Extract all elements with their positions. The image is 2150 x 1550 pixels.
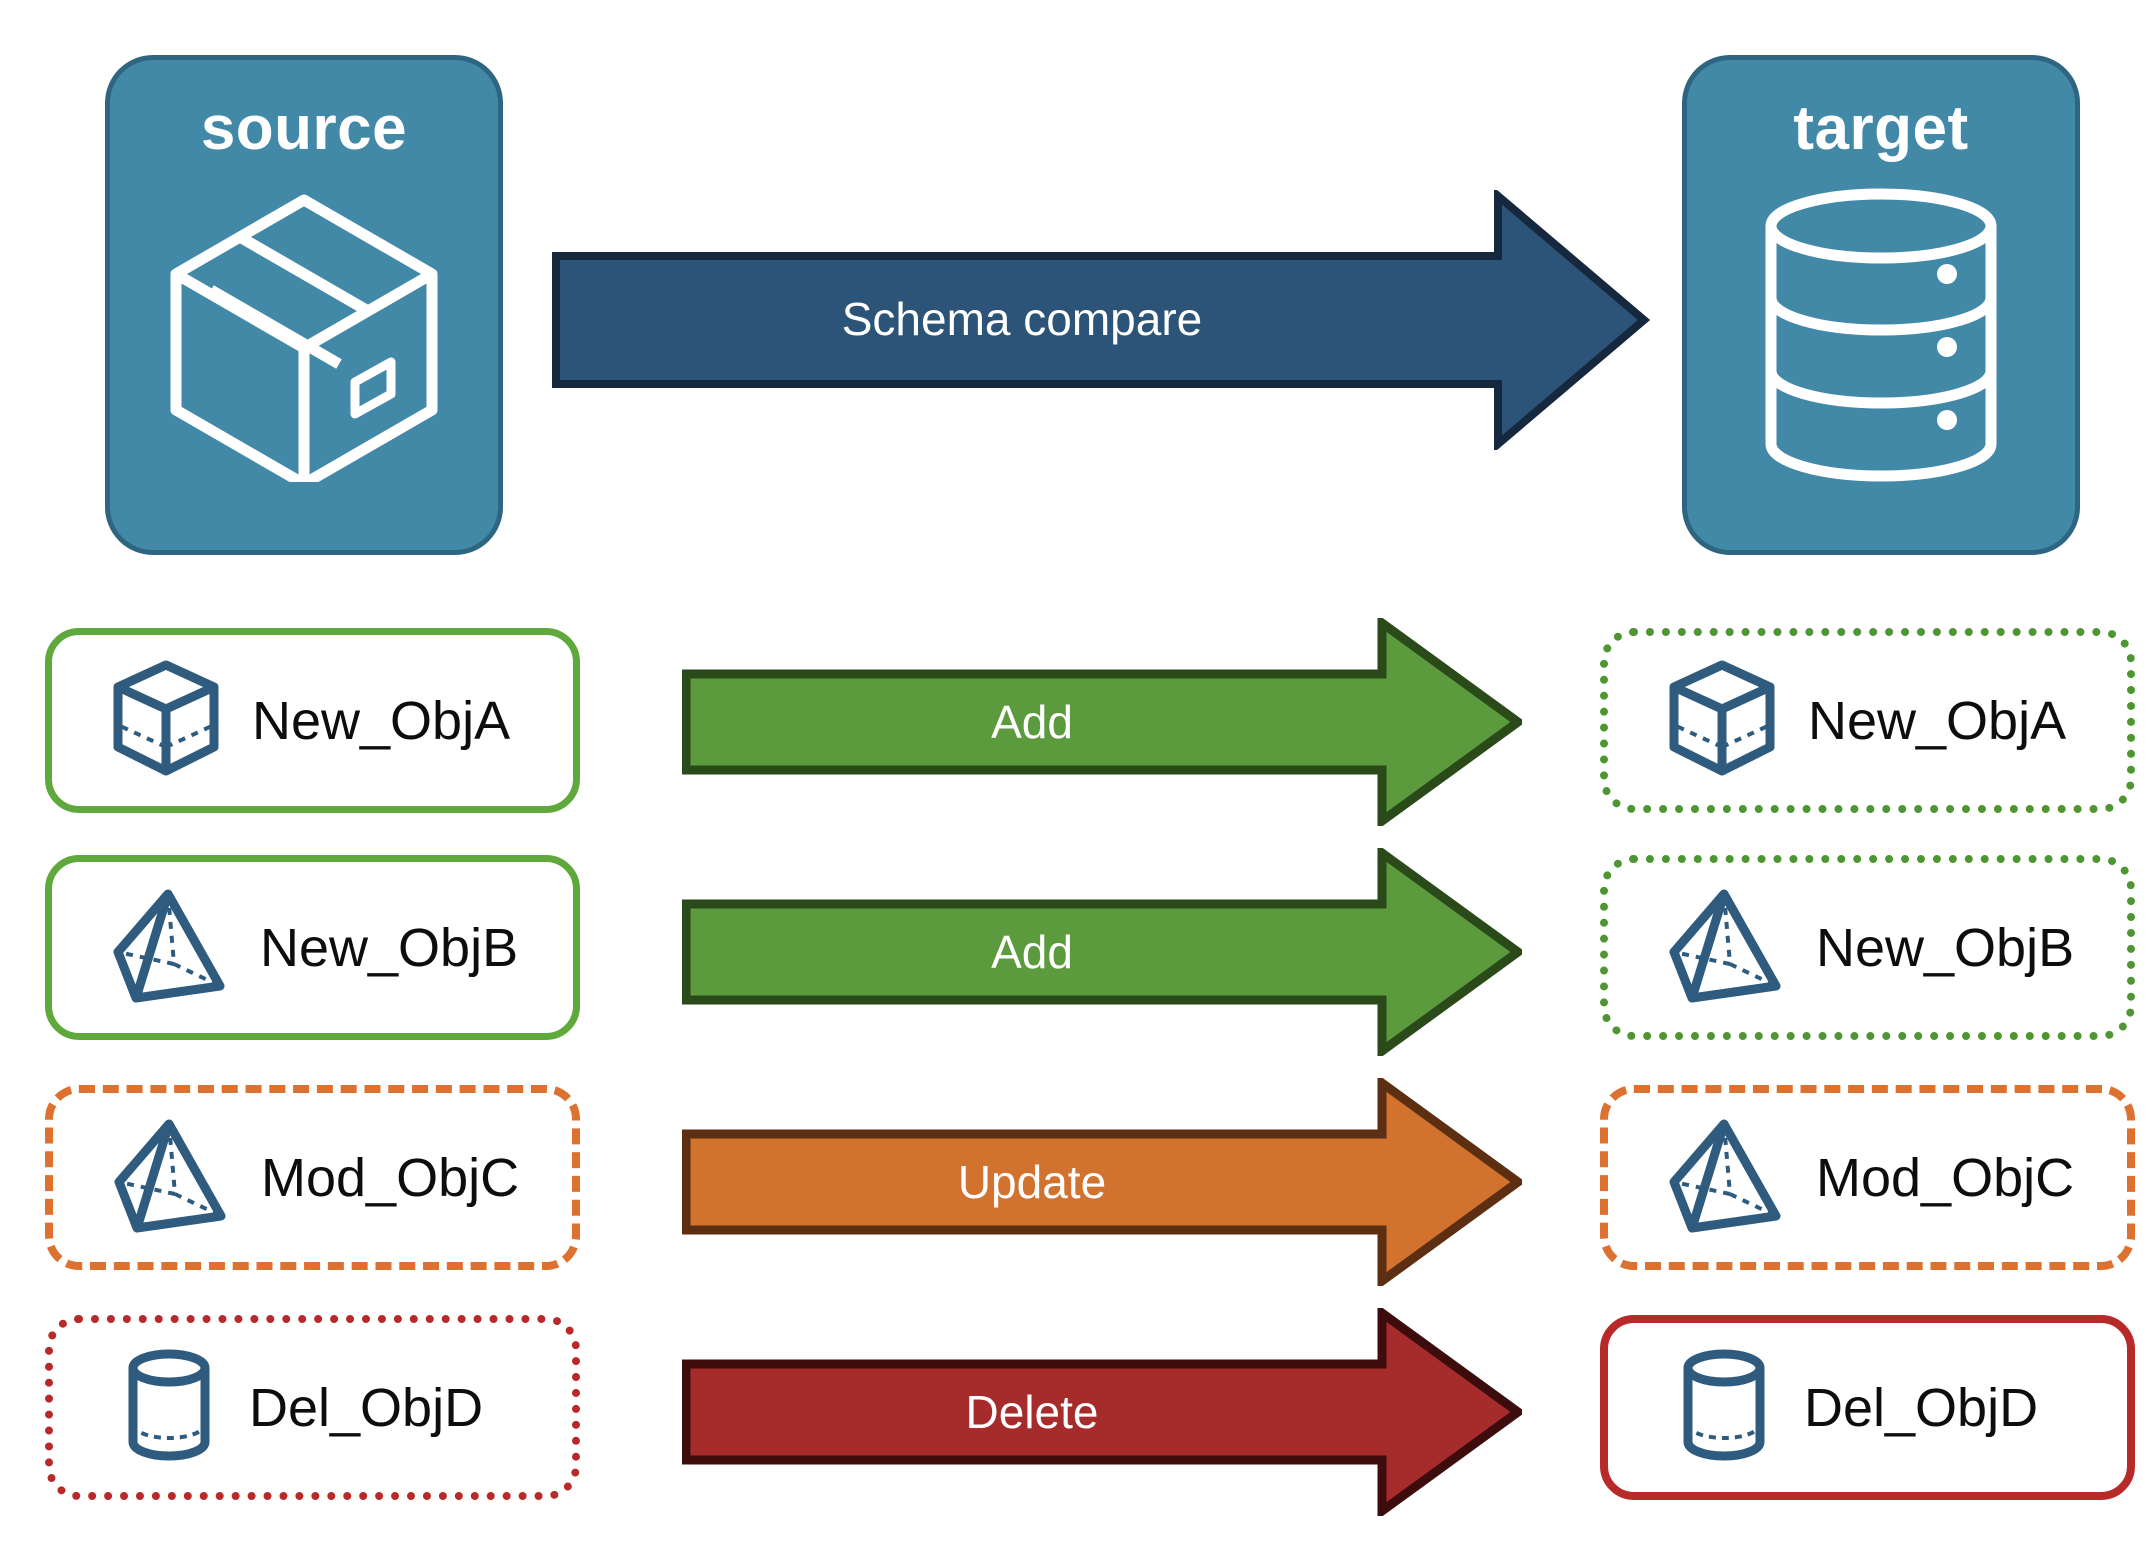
wireframe-pyramid-icon <box>110 886 230 1009</box>
schema-compare-arrow-label: Schema compare <box>841 293 1203 345</box>
source-object-card-3[interactable]: Mod_ObjC <box>45 1085 580 1270</box>
wireframe-cube-icon <box>110 659 222 782</box>
source-object-label-1: New_ObjA <box>252 690 511 751</box>
package-box-icon <box>159 182 449 490</box>
action-arrow-add-2[interactable]: Add <box>681 844 1526 1060</box>
target-object-label-4: Del_ObjD <box>1804 1377 2039 1438</box>
database-cylinder-icon <box>1756 186 2006 491</box>
wireframe-pyramid-icon <box>1666 1116 1786 1239</box>
target-object-label-1: New_ObjA <box>1808 690 2067 751</box>
wireframe-cylinder-icon <box>119 1346 219 1469</box>
target-object-card-1[interactable]: New_ObjA <box>1600 628 2135 813</box>
target-object-card-3[interactable]: Mod_ObjC <box>1600 1085 2135 1270</box>
action-arrow-delete-4[interactable]: Delete <box>681 1304 1526 1520</box>
source-object-card-1[interactable]: New_ObjA <box>45 628 580 813</box>
wireframe-pyramid-icon <box>111 1116 231 1239</box>
endpoint-target[interactable]: target <box>1682 55 2080 555</box>
source-object-label-3: Mod_ObjC <box>261 1147 520 1208</box>
schema-compare-arrow[interactable]: Schema compare <box>552 187 1651 453</box>
endpoint-source-label: source <box>200 94 408 163</box>
target-object-card-4[interactable]: Del_ObjD <box>1600 1315 2135 1500</box>
endpoint-source[interactable]: source <box>105 55 503 555</box>
endpoint-target-label: target <box>1793 94 1969 163</box>
wireframe-cylinder-icon <box>1674 1346 1774 1469</box>
target-object-card-2[interactable]: New_ObjB <box>1600 855 2135 1040</box>
source-object-label-2: New_ObjB <box>260 917 519 978</box>
action-arrow-update-3[interactable]: Update <box>681 1074 1526 1290</box>
wireframe-pyramid-icon <box>1666 886 1786 1009</box>
source-object-card-2[interactable]: New_ObjB <box>45 855 580 1040</box>
target-object-label-3: Mod_ObjC <box>1816 1147 2075 1208</box>
wireframe-cube-icon <box>1666 659 1778 782</box>
source-object-label-4: Del_ObjD <box>249 1377 484 1438</box>
action-arrow-add-1[interactable]: Add <box>681 614 1526 830</box>
source-object-card-4[interactable]: Del_ObjD <box>45 1315 580 1500</box>
target-object-label-2: New_ObjB <box>1816 917 2075 978</box>
